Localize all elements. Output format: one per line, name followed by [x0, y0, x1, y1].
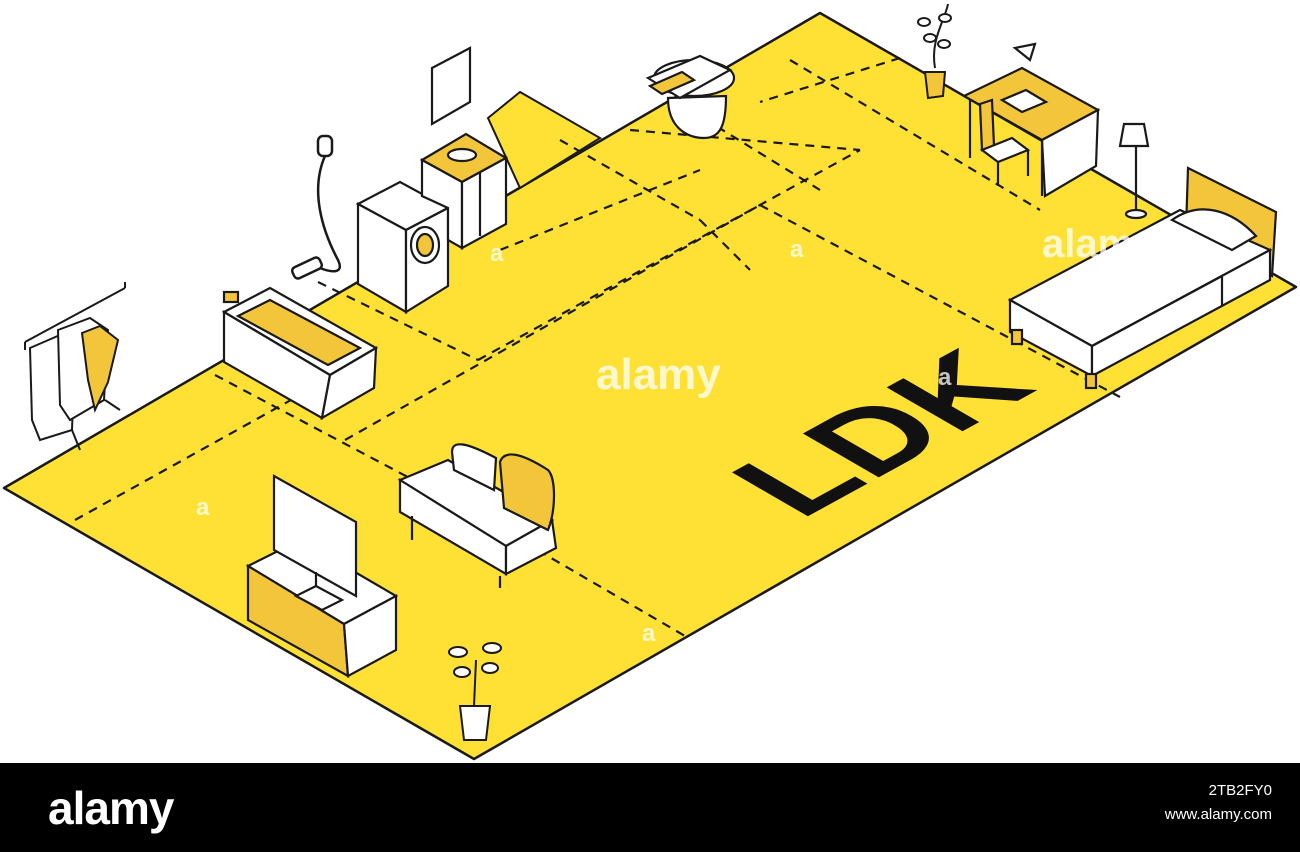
watermark-small-1: a	[196, 494, 210, 521]
bed	[1007, 166, 1278, 390]
isometric-floor-plan: LDK	[2, 3, 1298, 761]
watermark-right: alamy	[1042, 222, 1156, 266]
footer-id-block: 2TB2FY0 www.alamy.com	[1165, 779, 1272, 827]
watermark-center: alamy	[596, 350, 721, 399]
floor-lamp	[1118, 122, 1150, 220]
watermark-small-4: a	[490, 240, 504, 267]
potted-plant-top	[917, 3, 952, 100]
floor-notch	[486, 90, 602, 190]
tv-stand	[245, 538, 399, 678]
wash-basin	[419, 132, 509, 250]
image-id: 2TB2FY0	[1208, 782, 1272, 799]
shower-head	[290, 134, 341, 280]
desk	[961, 42, 1101, 198]
site-url: www.alamy.com	[1164, 806, 1272, 823]
watermark-small-3: a	[938, 364, 952, 391]
footer-bar: alamy 2TB2FY0 www.alamy.com	[0, 763, 1300, 852]
bathtub	[221, 286, 379, 421]
footer-logo: alamy	[48, 782, 174, 834]
watermark-small-2: a	[642, 620, 656, 647]
television	[272, 474, 358, 612]
chair	[978, 98, 1031, 186]
watermark-small-5: a	[790, 236, 804, 263]
potted-plant-bottom	[448, 642, 502, 741]
mirror	[430, 46, 472, 126]
sofa	[397, 443, 558, 588]
toilet	[645, 54, 736, 140]
clothes-rack	[24, 282, 126, 451]
washing-machine	[355, 180, 451, 314]
